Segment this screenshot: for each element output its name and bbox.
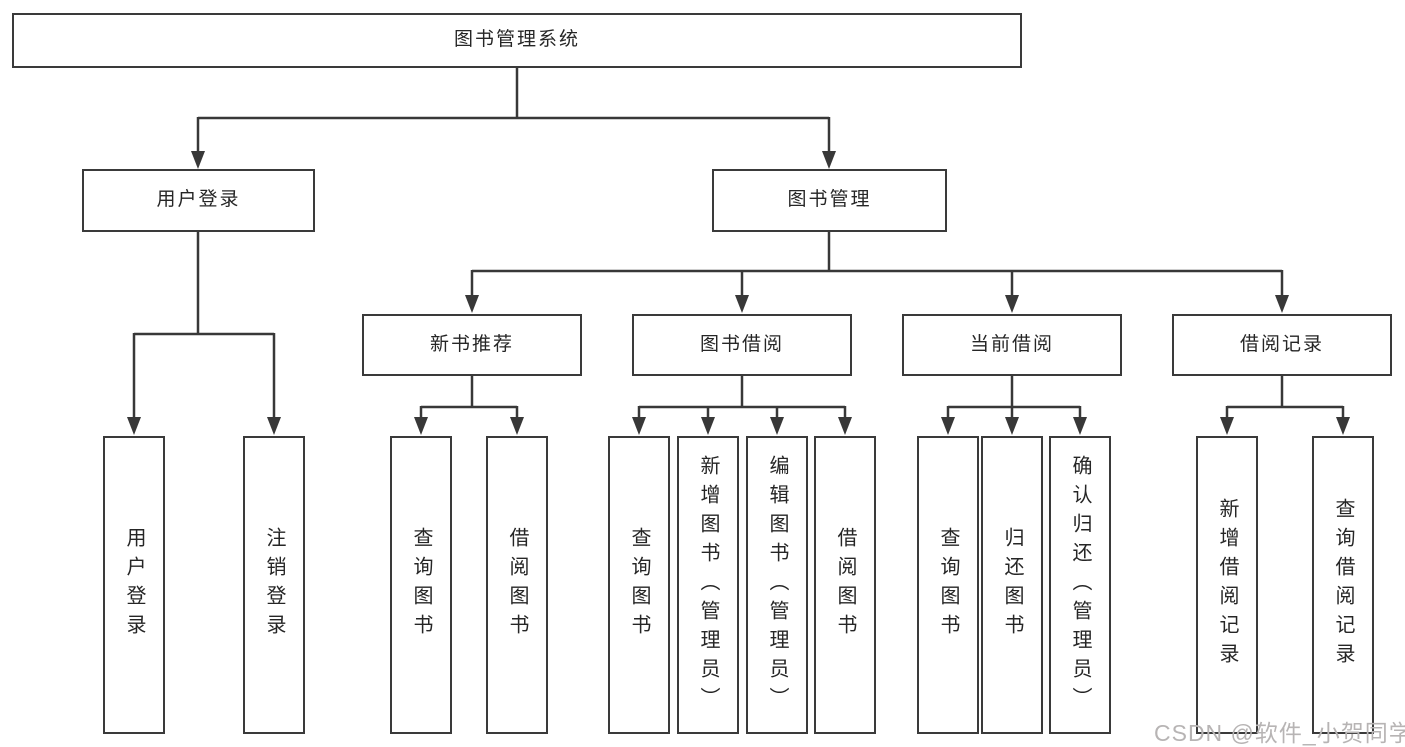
node-label: 用户登录 — [123, 527, 145, 643]
node-label: 图书借阅 — [699, 333, 784, 355]
csdn-watermark: CSDN @软件_小贺同学 — [1154, 720, 1405, 746]
node-label: 新书推荐 — [429, 333, 514, 355]
leaf-add-books-admin: 新增图书（管理员） — [677, 436, 739, 734]
node-label: 新增借阅记录 — [1216, 498, 1238, 672]
node-book-borrowing: 图书借阅 — [632, 314, 852, 376]
leaf-edit-books-admin: 编辑图书（管理员） — [746, 436, 808, 734]
node-label: 查询图书 — [410, 527, 432, 643]
node-label: 借阅图书 — [506, 527, 528, 643]
node-label: 注销登录 — [263, 527, 285, 643]
leaf-query-books-borrow: 查询图书 — [608, 436, 670, 734]
leaf-user-login: 用户登录 — [103, 436, 165, 734]
node-label: 查询图书 — [628, 527, 650, 643]
leaf-return-books: 归还图书 — [981, 436, 1043, 734]
node-label: 当前借阅 — [969, 333, 1054, 355]
node-label: 借阅记录 — [1239, 333, 1324, 355]
node-label: 归还图书 — [1001, 527, 1023, 643]
node-label: 查询借阅记录 — [1332, 498, 1354, 672]
node-new-book-recommendation: 新书推荐 — [362, 314, 582, 376]
node-label: 借阅图书 — [834, 527, 856, 643]
node-label: 图书管理 — [787, 189, 872, 211]
node-label: 确认归还（管理员） — [1069, 454, 1091, 716]
node-label: 图书管理系统 — [453, 29, 580, 51]
node-label: 新增图书（管理员） — [697, 454, 719, 716]
node-current-borrowing: 当前借阅 — [902, 314, 1122, 376]
leaf-borrow-books: 借阅图书 — [814, 436, 876, 734]
leaf-borrow-books-recommend: 借阅图书 — [486, 436, 548, 734]
node-book-management: 图书管理 — [712, 169, 947, 232]
leaf-logout: 注销登录 — [243, 436, 305, 734]
leaf-query-books-current: 查询图书 — [917, 436, 979, 734]
leaf-confirm-return-admin: 确认归还（管理员） — [1049, 436, 1111, 734]
leaf-query-borrow-record: 查询借阅记录 — [1312, 436, 1374, 734]
node-library-management-system: 图书管理系统 — [12, 13, 1022, 68]
node-label: 编辑图书（管理员） — [766, 454, 788, 716]
leaf-add-borrow-record: 新增借阅记录 — [1196, 436, 1258, 734]
node-label: 用户登录 — [156, 189, 241, 211]
node-label: 查询图书 — [937, 527, 959, 643]
node-user-login: 用户登录 — [82, 169, 315, 232]
leaf-query-books-recommend: 查询图书 — [390, 436, 452, 734]
node-borrowing-records: 借阅记录 — [1172, 314, 1392, 376]
